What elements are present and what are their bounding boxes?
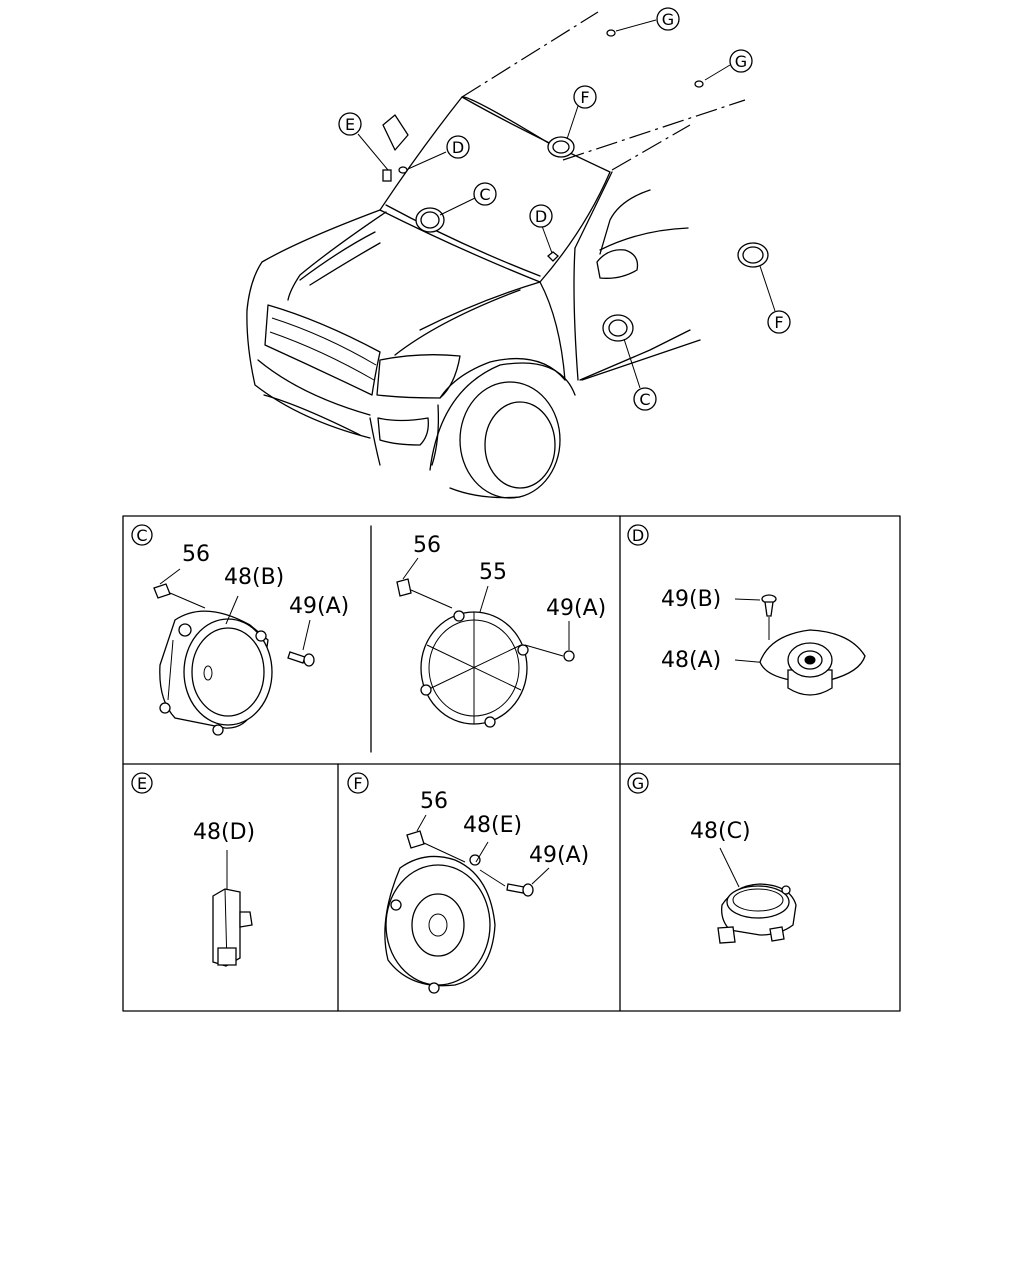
speaker-48c-drawing [717,883,797,944]
svg-text:E: E [137,774,147,793]
panel-e: E 48(D) [131,772,255,967]
callout-c-2: C [633,387,657,411]
svg-text:G: G [632,774,644,793]
label-49a: 49(A) [546,596,606,621]
callout-letter: G [662,10,674,29]
vehicle-overview [246,11,746,499]
detail-grid [122,515,901,1012]
callout-g-2: G [729,49,753,73]
panel-d: D 49(B) 48(A) [627,524,866,696]
screw-49b-drawing [761,594,777,617]
label-49a: 49(A) [289,594,349,619]
callout-letter: F [580,88,589,107]
panel-c: C 56 48(B) 49(A) [131,524,349,736]
label-49a: 49(A) [529,843,589,868]
callout-g-1: G [656,7,680,31]
label-48c: 48(C) [690,819,751,844]
callout-letter: D [452,138,464,157]
label-48d: 48(D) [193,820,255,845]
bracket-55-drawing [420,610,529,728]
label-55: 55 [479,560,507,585]
panel-f-letter: F [347,772,369,794]
panel-d-letter: D [627,524,649,546]
panel-e-letter: E [131,772,153,794]
callout-letter: C [639,390,650,409]
callout-e: E [338,112,362,136]
overview-parts [357,19,776,389]
panel-g-letter: G [627,772,649,794]
panel-c-right: 56 55 49(A) [396,533,606,728]
callout-letter: F [774,313,783,332]
callout-c-1: C [473,182,497,206]
callout-d-2: D [529,204,553,228]
label-56: 56 [182,542,210,567]
label-49b: 49(B) [661,587,721,612]
callout-letter: E [345,115,355,134]
label-56: 56 [413,533,441,558]
svg-text:D: D [632,526,644,545]
label-48b: 48(B) [224,565,284,590]
callout-letter: G [735,52,747,71]
callout-f-2: F [767,310,791,334]
overview-callouts: G G F E D C D F C [338,7,791,411]
label-48e: 48(E) [463,813,522,838]
screw-49a-drawing [506,883,534,897]
callout-d-1: D [446,135,470,159]
svg-text:C: C [136,526,147,545]
panel-g: G 48(C) [627,772,797,944]
svg-text:F: F [353,774,362,793]
speaker-48b-drawing [159,610,273,736]
speaker-48a-drawing [759,629,866,696]
screw-49a-drawing [287,651,315,667]
label-56: 56 [420,789,448,814]
sensor-48d-drawing [212,888,253,967]
speaker-48e-drawing [384,854,496,994]
panel-c-letter: C [131,524,153,546]
label-48a: 48(A) [661,648,721,673]
callout-f-1: F [573,85,597,109]
callout-letter: C [479,185,490,204]
panel-f: F 56 48(E) 49(A) [347,772,589,994]
callout-letter: D [535,207,547,226]
